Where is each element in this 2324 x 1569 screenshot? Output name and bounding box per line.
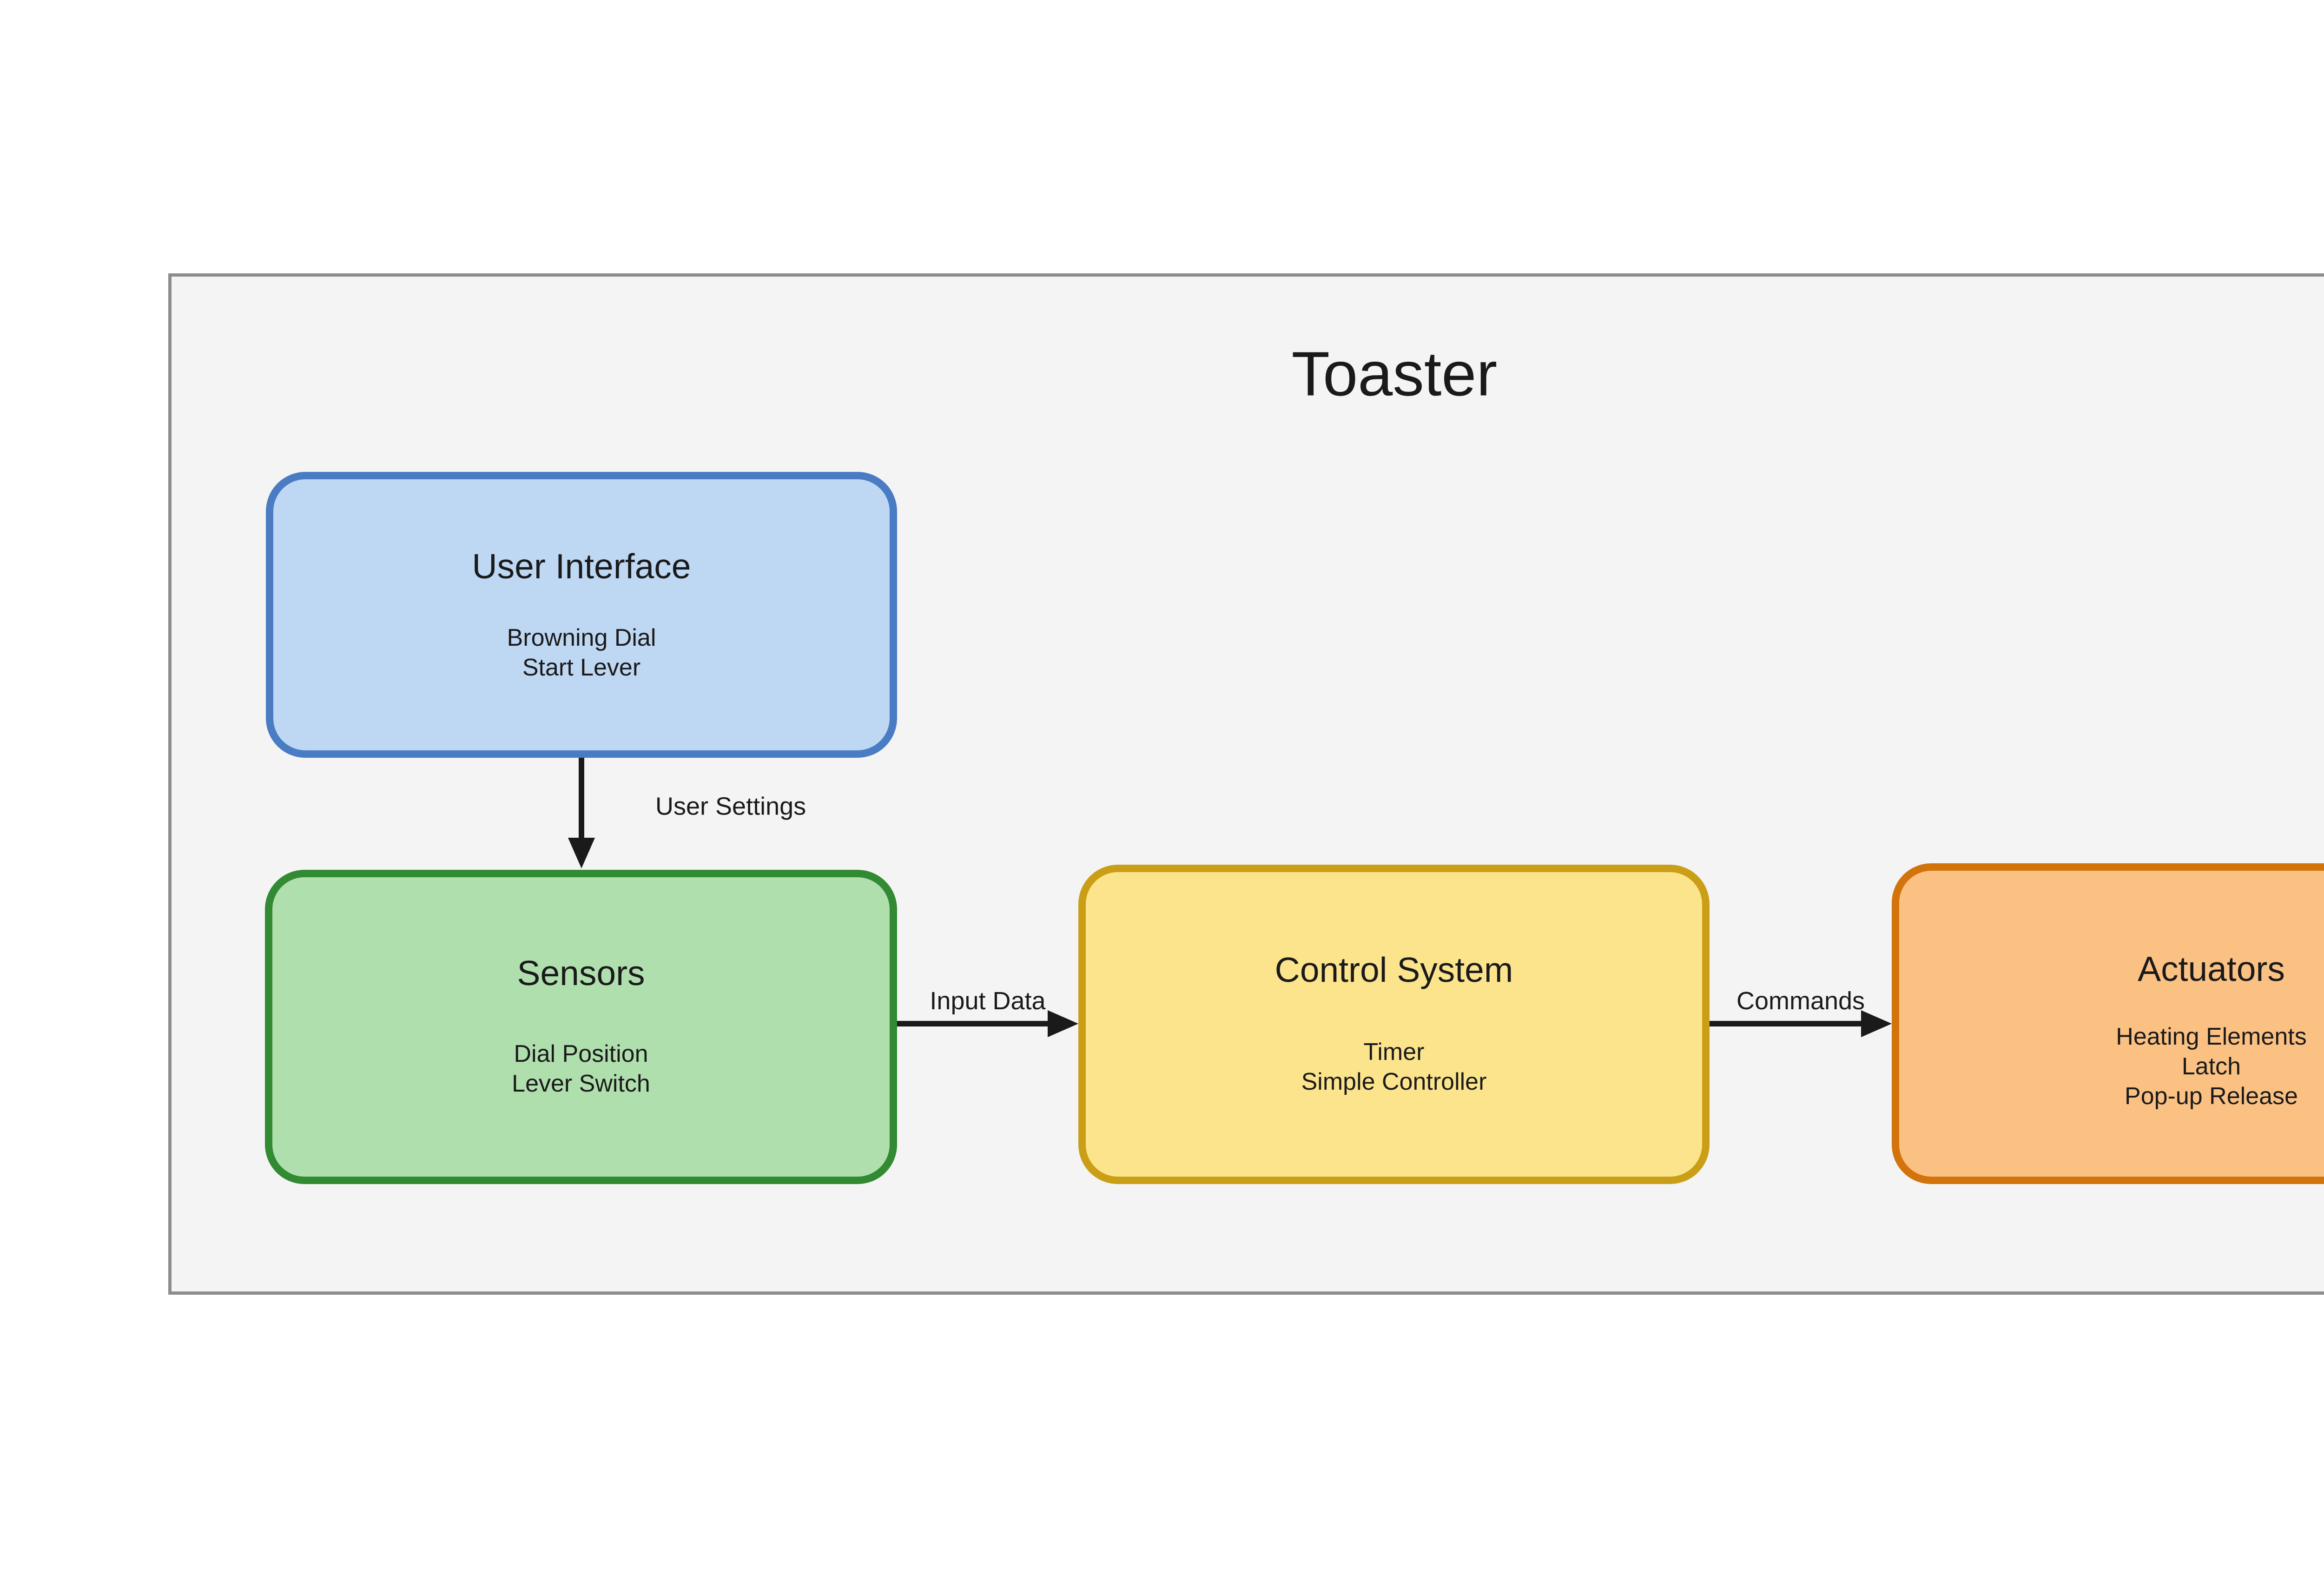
edge-label-user-settings: User Settings [655, 792, 806, 821]
node-actuators-details: Heating Elements Latch Pop-up Release [1899, 1022, 2324, 1111]
diagram-title: Toaster [1291, 338, 1498, 409]
node-actuators: Actuators Heating Elements Latch Pop-up … [1892, 863, 2324, 1184]
node-detail-line: Browning Dial [507, 624, 656, 652]
node-user-interface-title: User Interface [472, 546, 691, 586]
node-detail-line: Heating Elements [2116, 1023, 2307, 1051]
node-detail-line: Timer [1363, 1039, 1425, 1066]
node-control-system-details: Timer Simple Controller [1086, 1037, 1702, 1097]
node-sensors-title: Sensors [517, 953, 645, 993]
node-control-system-title: Control System [1274, 950, 1513, 989]
node-detail-line: Start Lever [522, 654, 641, 682]
node-sensors-details: Dial Position Lever Switch [272, 1039, 890, 1099]
node-detail-line: Dial Position [514, 1040, 648, 1068]
node-actuators-title: Actuators [2138, 949, 2285, 988]
node-user-interface: User Interface Browning Dial Start Lever [266, 472, 897, 758]
edge-label-commands: Commands [1736, 987, 1865, 1015]
node-sensors: Sensors Dial Position Lever Switch [265, 870, 897, 1184]
node-detail-line: Pop-up Release [2125, 1083, 2298, 1110]
node-detail-line: Lever Switch [512, 1070, 650, 1098]
node-detail-line: Latch [2181, 1053, 2241, 1080]
edge-label-input-data: Input Data [930, 987, 1046, 1015]
node-detail-line: Simple Controller [1301, 1068, 1487, 1096]
node-control-system: Control System Timer Simple Controller [1078, 865, 1710, 1184]
node-user-interface-details: Browning Dial Start Lever [273, 623, 890, 682]
